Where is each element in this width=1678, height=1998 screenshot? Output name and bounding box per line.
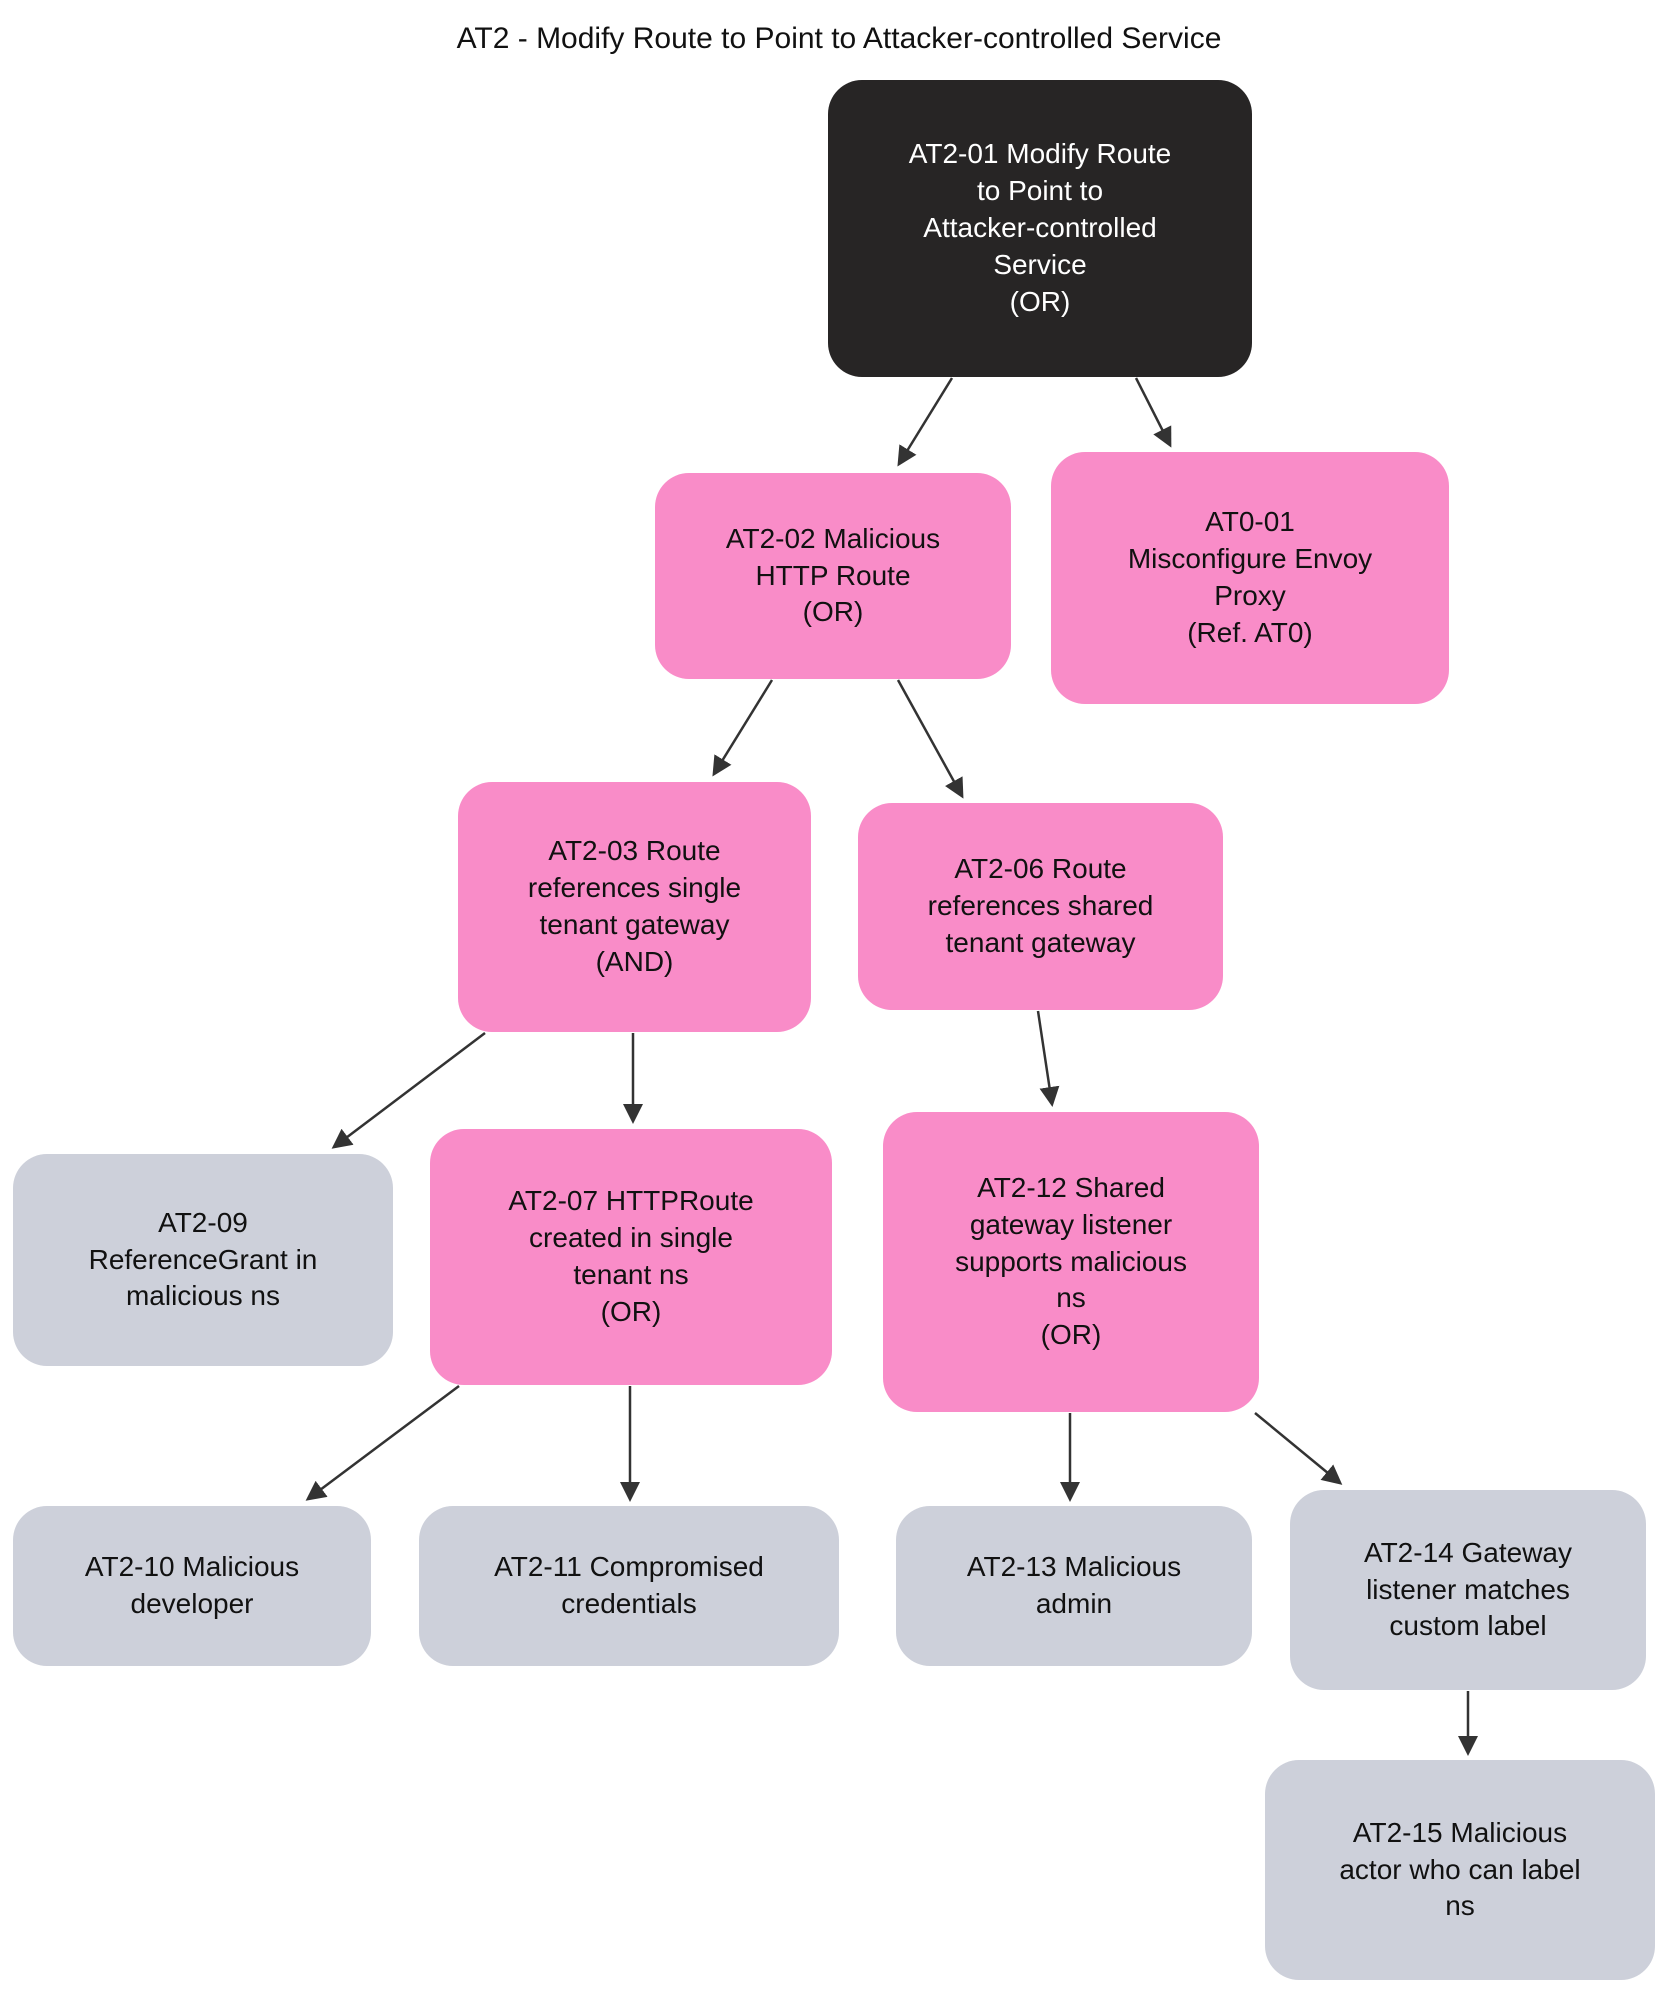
node-at2-03-label: AT2-03 Route references single tenant ga… <box>527 835 742 977</box>
node-at2-02: AT2-02 Malicious HTTP Route (OR) <box>655 473 1011 679</box>
node-at2-11-label: AT2-11 Compromised credentials <box>494 1551 764 1619</box>
node-at2-03: AT2-03 Route references single tenant ga… <box>458 782 811 1032</box>
node-at2-10-label: AT2-10 Malicious developer <box>84 1551 300 1619</box>
node-at2-15: AT2-15 Malicious actor who can label ns <box>1265 1760 1655 1980</box>
edge-at2-01-to-at0-01 <box>1134 377 1172 448</box>
diagram-title: AT2 - Modify Route to Point to Attacker-… <box>456 22 1222 55</box>
node-at2-14-label: AT2-14 Gateway listener matches custom l… <box>1363 1536 1573 1642</box>
node-at2-11: AT2-11 Compromised credentials <box>419 1506 839 1666</box>
node-at2-07: AT2-07 HTTPRoute created in single tenan… <box>430 1129 832 1385</box>
node-at0-01-label: AT0-01 Misconfigure Envoy Proxy (Ref. AT… <box>1127 506 1373 648</box>
node-at2-09: AT2-09 ReferenceGrant in malicious ns <box>13 1154 393 1366</box>
edge-at2-02-to-at2-06 <box>896 679 964 799</box>
edge-at2-12-to-at2-14 <box>1254 1412 1343 1485</box>
node-at2-01-label: AT2-01 Modify Route to Point to Attacker… <box>908 138 1172 317</box>
node-at2-12: AT2-12 Shared gateway listener supports … <box>883 1112 1259 1412</box>
node-at2-07-label: AT2-07 HTTPRoute created in single tenan… <box>508 1185 754 1327</box>
node-at2-02-label: AT2-02 Malicious HTTP Route (OR) <box>725 522 941 628</box>
node-at2-15-label: AT2-15 Malicious actor who can label ns <box>1339 1816 1581 1922</box>
edge-at2-02-to-at2-03 <box>712 679 774 777</box>
edge-at2-07-to-at2-10 <box>305 1384 460 1501</box>
node-at2-12-label: AT2-12 Shared gateway listener supports … <box>955 1171 1187 1351</box>
edge-at2-01-to-at2-02 <box>897 377 954 467</box>
node-at2-06: AT2-06 Route references shared tenant ga… <box>858 803 1223 1010</box>
node-at2-13-label: AT2-13 Malicious admin <box>966 1551 1182 1619</box>
edge-at2-06-to-at2-12 <box>1036 1010 1060 1107</box>
node-at2-09-label: AT2-09 ReferenceGrant in malicious ns <box>88 1206 318 1312</box>
node-at2-13: AT2-13 Malicious admin <box>896 1506 1252 1666</box>
node-at2-06-label: AT2-06 Route references shared tenant ga… <box>927 853 1154 958</box>
node-at2-14: AT2-14 Gateway listener matches custom l… <box>1290 1490 1646 1690</box>
node-at0-01: AT0-01 Misconfigure Envoy Proxy (Ref. AT… <box>1051 452 1449 704</box>
node-at2-10: AT2-10 Malicious developer <box>13 1506 371 1666</box>
node-at2-01: AT2-01 Modify Route to Point to Attacker… <box>828 80 1252 377</box>
